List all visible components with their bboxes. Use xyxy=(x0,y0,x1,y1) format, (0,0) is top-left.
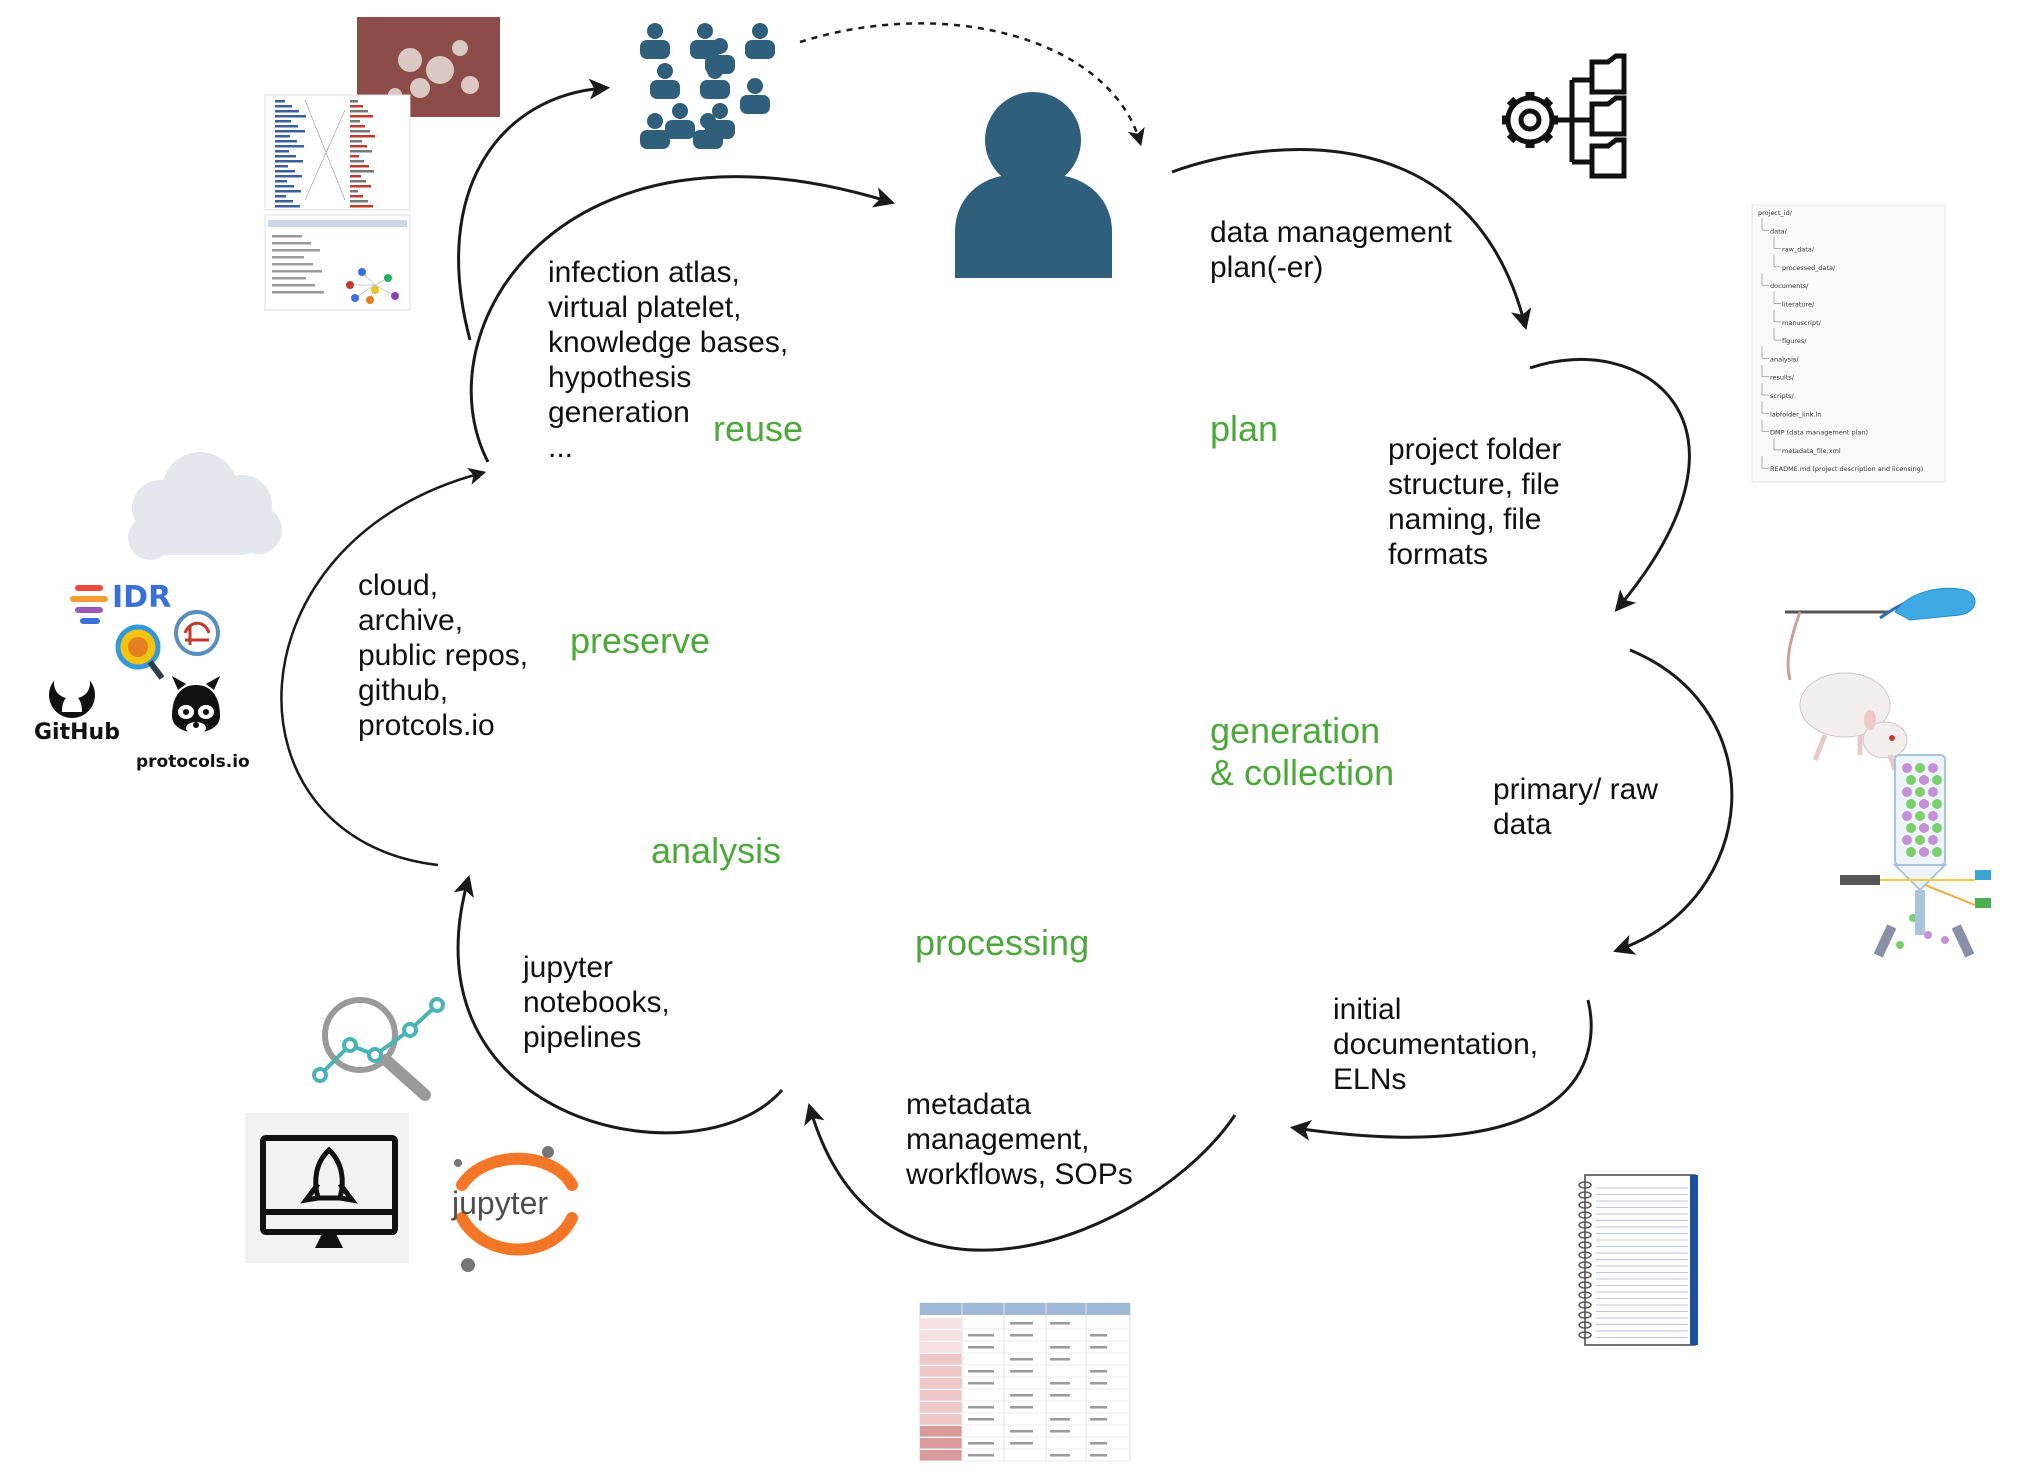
preserve-description: cloud, archive, public repos, github, pr… xyxy=(358,569,529,742)
flow-cytometry-illustration xyxy=(1840,754,1991,958)
folder-tree-thumbnail: project_id/data/raw_data/processed_data/… xyxy=(1751,204,1946,483)
stage-processing: processing xyxy=(915,922,1090,963)
arrow-meta-to-notebooks xyxy=(804,1102,1237,1252)
folder-tree-item: documents/ xyxy=(1770,282,1809,290)
stage-analysis: analysis xyxy=(651,830,782,871)
arrow-preserve-to-reuse xyxy=(280,467,487,867)
jupyter-logo xyxy=(454,1146,578,1272)
plan-description: data management plan(-er) xyxy=(1210,216,1452,284)
mouse-illustration xyxy=(1785,587,1976,771)
folder-tree-item: DMP (data management plan) xyxy=(1770,429,1868,437)
notebooks-description: jupyter notebooks, pipelines xyxy=(523,951,670,1054)
metadata-description: metadata management, workflows, SOPs xyxy=(906,1088,1133,1191)
archive-logos xyxy=(115,610,220,680)
stage-preserve: preserve xyxy=(570,620,711,661)
arrow-reuse-to-community xyxy=(457,78,611,341)
cloud-icon xyxy=(128,452,282,560)
arrow-notebooks-to-preserve xyxy=(453,874,784,1135)
folder-tree-item: scripts/ xyxy=(1770,392,1794,400)
arrow-doc-to-meta xyxy=(1289,999,1593,1141)
metadata-table-thumbnail xyxy=(919,1302,1131,1462)
group-icon xyxy=(640,23,775,149)
folder-tree-item: manuscript/ xyxy=(1782,319,1822,327)
idr-logo xyxy=(70,585,108,624)
arrow-raw-to-doc xyxy=(1613,648,1734,955)
arrow-plan-to-folder xyxy=(1171,148,1532,331)
folder-tree-item: data/ xyxy=(1770,227,1788,235)
documentation-description: initial documentation, ELNs xyxy=(1333,993,1539,1096)
stage-generation: generation & collection xyxy=(1210,710,1395,793)
github-icon xyxy=(49,664,95,718)
gear-folders-icon xyxy=(1502,53,1627,179)
folder-tree-item: project_id/ xyxy=(1758,209,1793,217)
person-icon xyxy=(955,92,1112,278)
folder-structure-description: project folder structure, file naming, f… xyxy=(1388,433,1562,571)
arrow-reuse-to-researcher xyxy=(469,175,896,463)
reuse-description: infection atlas, virtual platelet, knowl… xyxy=(548,256,789,464)
folder-tree-item: raw_data/ xyxy=(1782,246,1815,254)
cycle-arrows xyxy=(280,22,1734,1252)
folder-tree-item: labfolder_link.ln xyxy=(1770,410,1822,418)
folder-tree-item: figures/ xyxy=(1782,337,1807,345)
github-logo-text: GitHub xyxy=(34,720,120,745)
monitor-rocket-icon xyxy=(245,1113,409,1263)
protocols-icon xyxy=(172,676,220,734)
folder-tree-item: results/ xyxy=(1770,374,1795,382)
notebook-icon xyxy=(1578,1174,1698,1346)
arrow-community-to-researcher xyxy=(799,22,1145,147)
protocols-logo-text: protocols.io xyxy=(136,752,250,772)
raw-data-description: primary/ raw data xyxy=(1493,773,1659,841)
folder-tree-item: processed_data/ xyxy=(1782,264,1836,272)
jupyter-logo-text: jupyter xyxy=(452,1185,549,1221)
stage-plan: plan xyxy=(1210,408,1279,449)
folder-tree-item: analysis/ xyxy=(1770,355,1799,363)
magnifier-chart-icon xyxy=(312,997,445,1101)
atlas-thumbnail xyxy=(264,17,500,311)
arrow-folder-to-raw xyxy=(1529,358,1691,613)
folder-tree-item: literature/ xyxy=(1782,301,1815,309)
folder-tree-item: metadata_file.xml xyxy=(1782,447,1841,455)
stage-reuse: reuse xyxy=(713,408,804,449)
folder-tree-item: README.md (project description and licen… xyxy=(1770,465,1923,473)
idr-logo-text: IDR xyxy=(112,580,172,615)
